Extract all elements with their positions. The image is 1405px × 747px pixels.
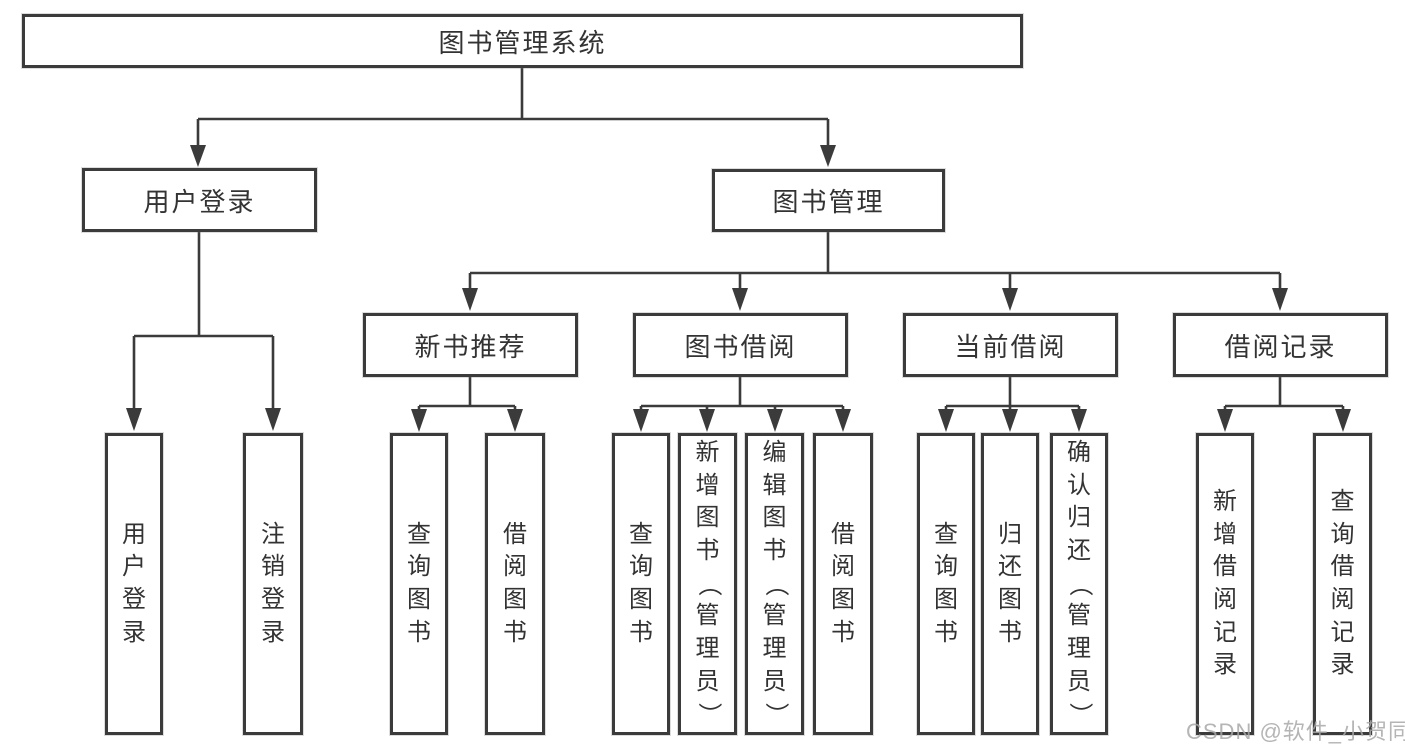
node-leaf-add-borrow-record: 新增借阅记录 [1196,433,1254,735]
node-leaf-query-books-recommend: 查询图书 [390,433,448,735]
node-user-login: 用户登录 [82,168,317,232]
node-leaf-query-borrow-record: 查询借阅记录 [1313,433,1372,735]
node-leaf-query-books-borrow: 查询图书 [612,433,670,735]
node-book-management: 图书管理 [712,169,945,232]
node-library-management-system: 图书管理系统 [22,14,1023,68]
node-new-book-recommend: 新书推荐 [363,313,578,377]
node-current-borrow: 当前借阅 [903,313,1118,377]
node-leaf-edit-books-admin: 编辑图书（管理员） [745,433,804,735]
node-borrow-record: 借阅记录 [1173,313,1388,377]
node-leaf-user-login: 用户登录 [105,433,163,735]
node-book-borrow: 图书借阅 [633,313,848,377]
node-leaf-confirm-return-admin: 确认归还（管理员） [1050,433,1108,735]
node-leaf-query-books-current: 查询图书 [917,433,975,735]
csdn-watermark: CSDN @软件_小贺同学 [1186,719,1405,744]
node-leaf-return-books: 归还图书 [981,433,1039,735]
node-leaf-borrow-books-recommend: 借阅图书 [485,433,545,735]
node-leaf-logout: 注销登录 [243,433,303,735]
node-leaf-add-books-admin: 新增图书（管理员） [678,433,737,735]
node-leaf-borrow-books: 借阅图书 [813,433,873,735]
